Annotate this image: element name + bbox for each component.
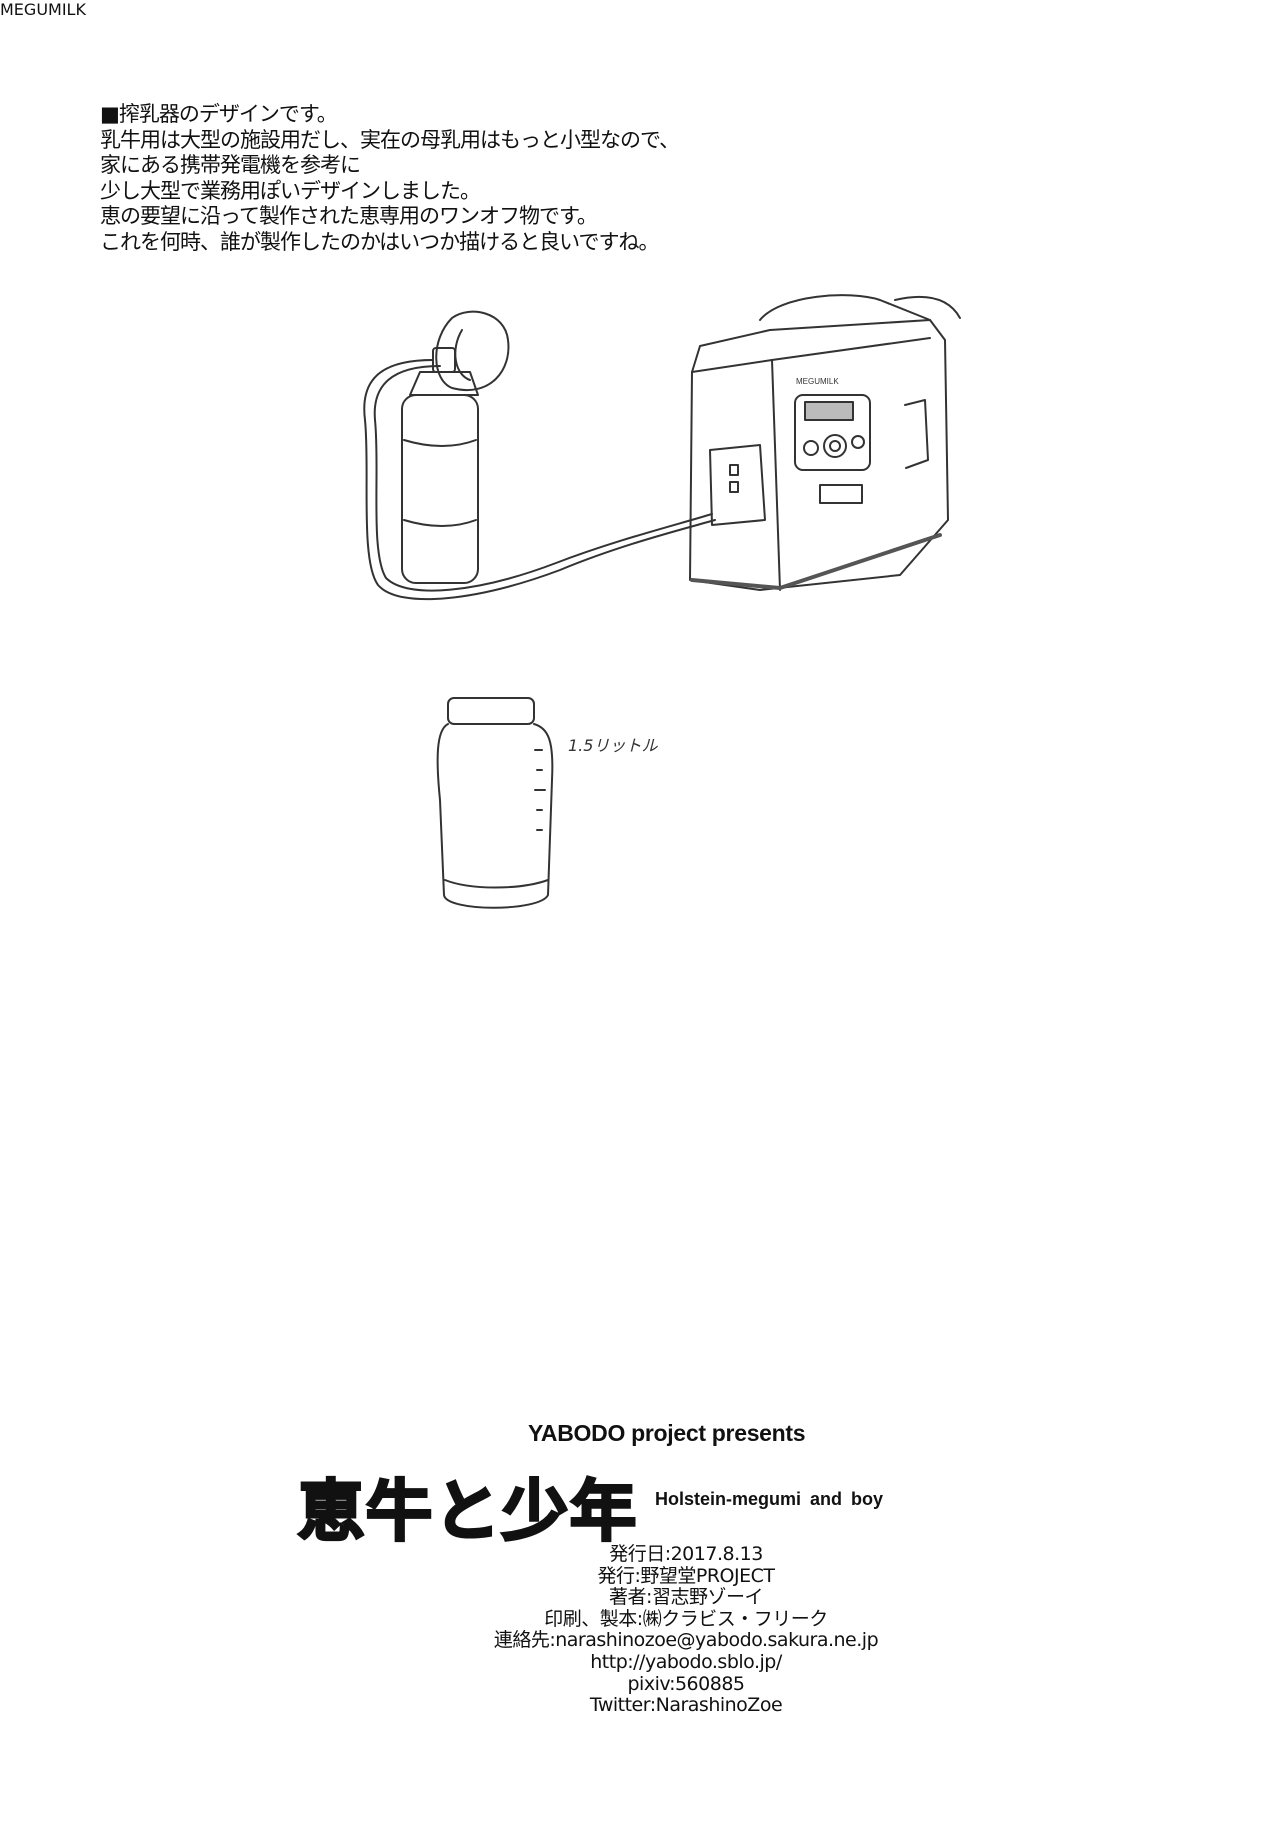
note-line: 少し大型で業務用ぽいデザインしました。: [100, 178, 481, 203]
pixiv-id: pixiv:560885: [627, 1672, 746, 1695]
publisher: 発行:野望堂PROJECT: [597, 1564, 776, 1587]
note-line: ■搾乳器のデザインです。: [100, 102, 338, 126]
presents-line: YABODO project presents: [528, 1420, 806, 1446]
book-title: 恵牛と少年: [297, 1472, 638, 1552]
sketch-jar: [436, 697, 554, 909]
author: 著者:習志野ゾーイ: [609, 1586, 763, 1609]
printer: 印刷、製本:㈱クラビス・フリーク: [544, 1607, 828, 1630]
note-line: 乳牛用は大型の施設用だし、実在の母乳用はもっと小型なので、: [100, 127, 680, 152]
book-subtitle: Holstein-megumi and boy: [655, 1489, 884, 1509]
sketch-pump-front-view: MEGUMILK: [0, 0, 86, 19]
twitter-handle: Twitter:NarashinoZoe: [589, 1694, 783, 1717]
jar-capacity-label: 1.5リットル: [568, 736, 658, 755]
note-line: これを何時、誰が製作したのかはいつか描けると良いですね。: [100, 229, 660, 254]
website-url: http://yabodo.sblo.jp/: [590, 1650, 782, 1673]
contact-email: 連絡先:narashinozoe@yabodo.sakura.ne.jp: [493, 1629, 879, 1652]
note-line: 家にある携帯発電機を参考に: [100, 153, 361, 178]
design-notes: ■搾乳器のデザインです。 乳牛用は大型の施設用だし、実在の母乳用はもっと小型なの…: [100, 102, 680, 256]
sketch-pump-unit: MEGUMILK: [689, 294, 961, 591]
publish-date: 発行日:2017.8.13: [609, 1543, 763, 1565]
colophon: 発行日:2017.8.13 発行:野望堂PROJECT 著者:習志野ゾーイ 印刷…: [386, 1543, 986, 1717]
note-line: 恵の要望に沿って製作された恵専用のワンオフ物です。: [100, 204, 598, 229]
brand-marking: MEGUMILK: [796, 377, 839, 386]
sketch-bottle-with-cup: [363, 310, 716, 601]
